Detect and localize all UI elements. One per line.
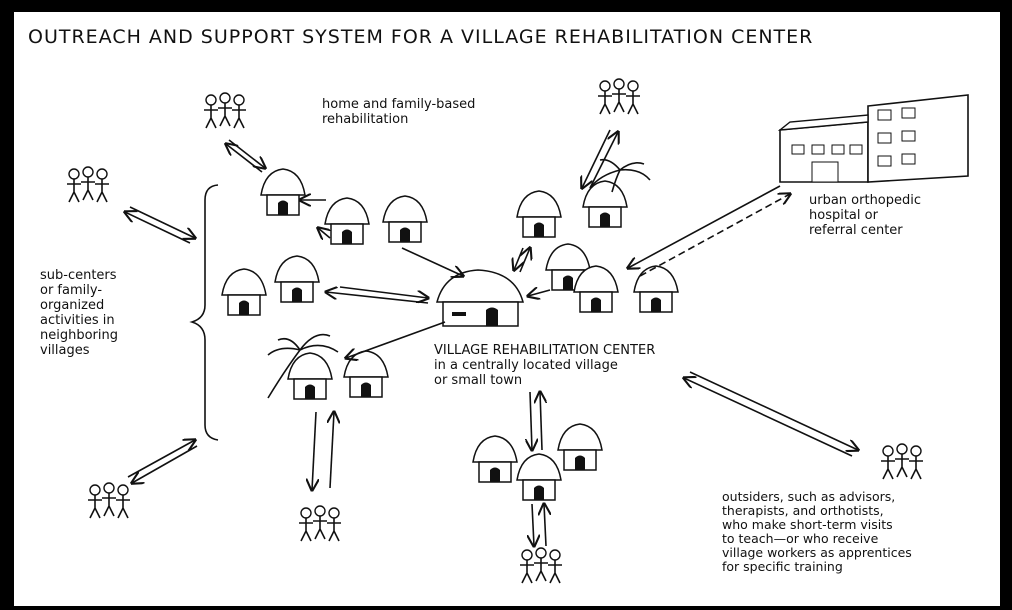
palm-tree-icon xyxy=(267,333,339,399)
hut-icon xyxy=(472,435,518,483)
hut-icon xyxy=(382,195,428,243)
palm-tree-icon xyxy=(589,158,651,193)
hut-icon xyxy=(287,352,333,400)
people-group-icon xyxy=(520,548,562,583)
label-subcenters: sub-centers or family- organized activit… xyxy=(40,268,118,358)
people-group-icon xyxy=(299,506,341,541)
brace-icon xyxy=(189,184,219,441)
hut-icon xyxy=(343,350,389,398)
hut-icon xyxy=(260,168,306,216)
label-center: VILLAGE REHABILITATION CENTER in a centr… xyxy=(434,343,656,388)
connection-arrows xyxy=(125,130,858,546)
hut-icon xyxy=(274,255,320,303)
center-hut-icon xyxy=(436,269,524,327)
diagram-title: OUTREACH AND SUPPORT SYSTEM FOR A VILLAG… xyxy=(28,26,814,48)
hut-icon xyxy=(633,265,679,313)
hut-icon xyxy=(516,190,562,238)
people-group-icon xyxy=(598,79,640,114)
hut-icon xyxy=(557,423,603,471)
label-hospital: urban orthopedic hospital or referral ce… xyxy=(809,193,922,238)
frame-border-right xyxy=(1000,0,1012,610)
people-group-icon xyxy=(67,167,109,202)
hut-icon xyxy=(324,197,370,245)
frame-border-left xyxy=(0,0,14,610)
hut-icon xyxy=(221,268,267,316)
frame-border-top xyxy=(0,0,1012,12)
frame-border-bottom xyxy=(0,606,1012,610)
people-group-icon xyxy=(204,93,246,128)
hut-icon xyxy=(516,453,562,501)
hut-icon xyxy=(582,180,628,228)
label-home-family: home and family-based rehabilitation xyxy=(322,97,476,127)
label-outsiders: outsiders, such as advisors, therapists,… xyxy=(722,489,912,574)
people-group-icon xyxy=(88,483,130,518)
hospital-building-icon xyxy=(777,94,969,183)
people-group-icon xyxy=(881,444,923,479)
